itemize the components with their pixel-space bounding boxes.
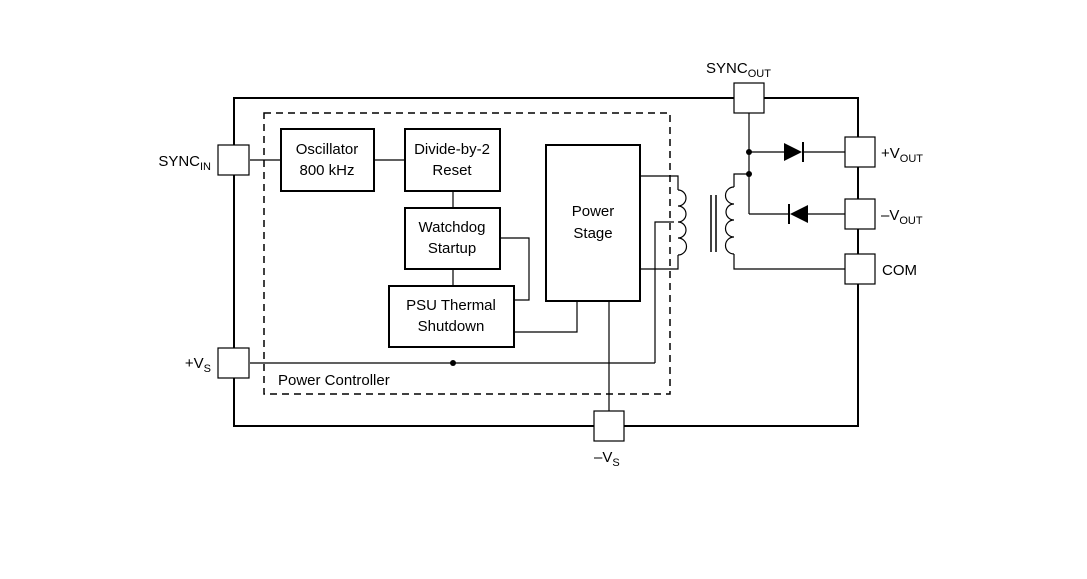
oscillator-label-2: 800 kHz: [299, 162, 354, 179]
sync-out-pin: [733, 82, 765, 114]
sync-in-label: SYNCIN: [158, 153, 211, 173]
vout-pos-pin: [844, 136, 876, 168]
sync-out-label: SYNCOUT: [706, 60, 771, 80]
com-label: COM: [882, 262, 917, 279]
junction-dot: [746, 171, 752, 177]
vs-pos-pin: [217, 347, 250, 379]
transformer: [677, 186, 735, 256]
oscillator-label-1: Oscillator: [296, 141, 359, 158]
diode-negative: [788, 204, 808, 224]
vout-pos-label: +VOUT: [881, 145, 923, 165]
com-pin: [844, 253, 876, 285]
junction-dot: [746, 149, 752, 155]
thermal-shutdown-block: PSU Thermal Shutdown: [388, 285, 515, 348]
divider-block: Divide-by-2 Reset: [404, 128, 501, 192]
oscillator-block: Oscillator 800 kHz: [280, 128, 375, 192]
power-stage-label-1: Power: [572, 203, 615, 220]
diode-positive: [784, 142, 804, 162]
junction-dot: [450, 360, 456, 366]
power-stage-label-2: Stage: [573, 225, 612, 242]
vs-pos-label: +VS: [185, 355, 211, 375]
divider-label-2: Reset: [432, 162, 472, 179]
sync-in-pin: [217, 144, 250, 176]
thermal-label-2: Shutdown: [418, 318, 485, 335]
watchdog-label-1: Watchdog: [419, 219, 486, 236]
vout-neg-pin: [844, 198, 876, 230]
vs-neg-label: –VS: [594, 449, 620, 469]
power-stage-block: Power Stage: [545, 144, 641, 302]
watchdog-block: Watchdog Startup: [404, 207, 501, 270]
vs-neg-pin: [593, 410, 625, 442]
divider-label-1: Divide-by-2: [414, 141, 490, 158]
vout-neg-label: –VOUT: [881, 207, 923, 227]
power-controller-label: Power Controller: [278, 372, 390, 389]
thermal-label-1: PSU Thermal: [406, 297, 496, 314]
watchdog-label-2: Startup: [428, 240, 476, 257]
power-controller-region: [263, 112, 671, 395]
